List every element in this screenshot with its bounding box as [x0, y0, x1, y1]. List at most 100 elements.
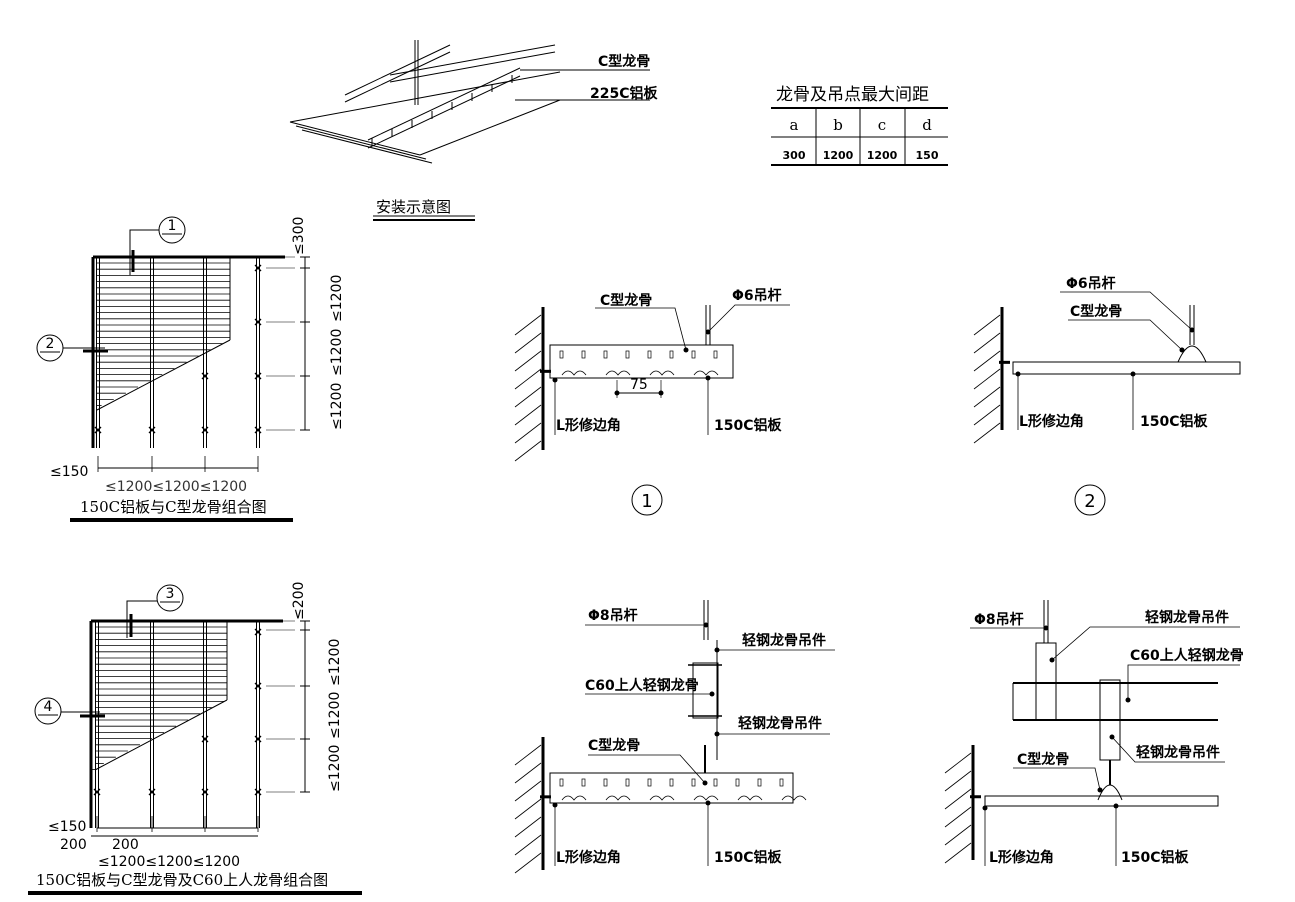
- hanger-point-mark: [254, 628, 262, 636]
- plan2-dim-200a: 200: [60, 837, 87, 853]
- panel-corrugation: [781, 795, 807, 801]
- leader-dot: [1043, 625, 1049, 631]
- detail1-spacing: 75: [630, 377, 648, 393]
- keel-slot: [559, 778, 564, 787]
- plan-1: 1 2 ≤300 ≤1200 ≤1200 ≤1200 ≤150 ≤1200≤12…: [36, 216, 345, 522]
- table-title: 龙骨及吊点最大间距: [776, 85, 929, 105]
- install-panel-label: 225C铝板: [590, 85, 658, 102]
- hanger-point-mark: [254, 318, 262, 326]
- keel-slot: [581, 350, 586, 359]
- leader-dot: [982, 805, 988, 811]
- leader-dot: [705, 375, 711, 381]
- wall-hatch: [514, 762, 542, 784]
- detail3-edge-label: L形修边角: [556, 849, 621, 866]
- plan-2: 3 4 ≤200 ≤1200 ≤1200 ≤1200 ≤150 200 200 …: [28, 582, 362, 895]
- hanger-point-mark: [254, 426, 262, 434]
- table-value-c: 1200: [867, 149, 898, 162]
- leader-line: [1068, 319, 1183, 351]
- wall-hatch: [514, 350, 542, 372]
- panel-edge: [289, 121, 421, 156]
- plan2-dim-v: ≤1200: [327, 692, 343, 739]
- detail3-c60-label: C60上人轻钢龙骨: [585, 677, 699, 694]
- table-value-a: 300: [783, 149, 806, 162]
- leader-dot: [1125, 697, 1131, 703]
- detail1-number: 1: [641, 491, 652, 512]
- detail-2: Φ6吊杆 C型龙骨 L形修边角 150C铝板 2: [973, 275, 1241, 516]
- detail1-edge-label: L形修边角: [556, 417, 621, 434]
- wall-hatch: [973, 422, 1001, 444]
- keel-slot: [713, 778, 718, 787]
- wall-hatch: [514, 314, 542, 336]
- plan1-title: 150C铝板与C型龙骨组合图: [80, 498, 267, 516]
- panel-corrugation: [649, 795, 675, 801]
- hanger-point-mark: [254, 264, 262, 272]
- panel-edge: [301, 129, 433, 164]
- c-keel-clip: [1097, 784, 1123, 801]
- keel-slot: [691, 778, 696, 787]
- wall-hatch: [514, 386, 542, 408]
- keel-slot: [559, 350, 564, 359]
- callout-3: [156, 584, 184, 612]
- detail4-c-keel-label: C型龙骨: [1017, 751, 1069, 768]
- keel: [344, 51, 451, 103]
- wall-hatch: [514, 834, 542, 856]
- leader-dot: [714, 647, 720, 653]
- callout-1-label: 1: [168, 218, 177, 234]
- leader-line: [1111, 736, 1225, 763]
- leader-line: [588, 754, 706, 784]
- detail4-panel-label: 150C铝板: [1121, 849, 1189, 866]
- panel-corrugation: [737, 795, 763, 801]
- leader-line: [707, 304, 790, 333]
- plan2-dim-v: ≤1200: [327, 745, 343, 792]
- detail2-number: 2: [1084, 491, 1095, 512]
- keel-slot: [581, 778, 586, 787]
- wall-hatch: [514, 422, 542, 444]
- install-title: 安装示意图: [376, 198, 451, 216]
- wall-hatch: [944, 752, 972, 774]
- wall-hatch: [973, 368, 1001, 390]
- plan1-dim-v: ≤1200: [329, 329, 345, 376]
- install-c-keel-label: C型龙骨: [598, 53, 650, 70]
- leader-dot: [702, 780, 708, 786]
- wall-hatch: [514, 332, 542, 354]
- wall-hatch: [514, 404, 542, 426]
- leader-dot: [1109, 734, 1115, 740]
- keel-slot: [647, 350, 652, 359]
- panel-corrugation: [693, 795, 719, 801]
- keel-slot: [691, 350, 696, 359]
- panel-boundary: [96, 339, 231, 411]
- plan2-dim-200b: 200: [112, 837, 139, 853]
- wall-hatch: [944, 806, 972, 828]
- leader-dot: [1130, 371, 1136, 377]
- wall-hatch: [944, 824, 972, 846]
- leader-dot: [1097, 787, 1103, 793]
- detail2-panel-label: 150C铝板: [1140, 413, 1208, 430]
- detail4-c60-label: C60上人轻钢龙骨: [1130, 647, 1244, 664]
- plan1-dim-v: ≤1200: [329, 383, 345, 430]
- wall-hatch: [973, 314, 1001, 336]
- plan1-dim-v: ≤1200: [329, 275, 345, 322]
- callout-4: [34, 697, 62, 725]
- table-value-b: 1200: [823, 149, 854, 162]
- wall-hatch: [514, 368, 542, 390]
- aluminum-panel: [1012, 361, 1241, 375]
- detail-3: Φ8吊杆 轻钢龙骨吊件 C60上人轻钢龙骨 轻钢龙骨吊件 C型龙骨 L形修边角 …: [514, 600, 835, 874]
- detail3-c-keel-label: C型龙骨: [588, 737, 640, 754]
- leader-dot: [705, 329, 711, 335]
- callout-3-label: 3: [166, 586, 175, 602]
- hanger-point-mark: [201, 735, 209, 743]
- leader-dot: [1015, 371, 1021, 377]
- callout-2-label: 2: [46, 336, 55, 352]
- hanger-point-mark: [201, 788, 209, 796]
- panel-corrugation: [693, 370, 719, 376]
- keel-slot: [603, 778, 608, 787]
- leader-line: [595, 307, 687, 351]
- aluminum-panel: [549, 772, 794, 804]
- wall-hatch: [973, 386, 1001, 408]
- keel: [367, 75, 521, 149]
- hanger-point-mark: [201, 426, 209, 434]
- leader-dot: [552, 377, 558, 383]
- leader-line: [1013, 767, 1101, 791]
- leader-dot: [1113, 803, 1119, 809]
- hanger-point-mark: [148, 788, 156, 796]
